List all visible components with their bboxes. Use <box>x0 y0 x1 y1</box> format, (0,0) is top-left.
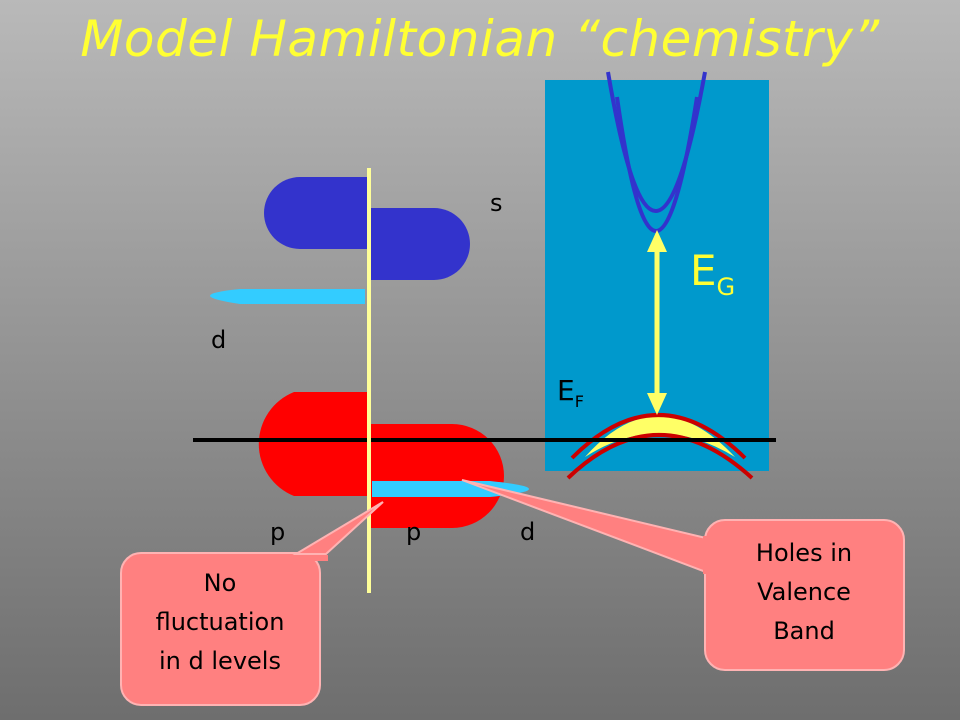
s-band-right <box>368 208 470 280</box>
d-level-lower <box>372 481 529 497</box>
eg-label: EG <box>690 246 735 301</box>
p-band-right <box>368 424 504 528</box>
callout-holes-line-1: Holes in <box>756 539 852 567</box>
callout-holes-line-2: Valence <box>757 578 851 606</box>
band-gap-arrow-head-up <box>647 230 667 252</box>
callout-holes-valence-band: Holes in Valence Band <box>461 479 905 671</box>
conduction-band-inner <box>615 96 699 233</box>
d-lower-label: d <box>520 518 535 546</box>
ef-label: EF <box>557 374 584 411</box>
callout-no-fluctuation-line-3: in d levels <box>159 647 281 675</box>
callout-no-fluctuation-line-2: fluctuation <box>156 608 285 636</box>
valence-hole-region <box>585 416 735 457</box>
callout-holes-line-3: Band <box>773 617 835 645</box>
d-upper-label: d <box>211 326 226 354</box>
p-band-left <box>258 392 368 496</box>
callout-no-fluctuation: No fluctuation in d levels <box>120 501 384 706</box>
s-label: s <box>490 189 503 217</box>
valence-band-lower <box>566 433 754 480</box>
s-band-left <box>264 177 368 249</box>
callout-no-fluctuation-line-1: No <box>204 569 237 597</box>
slide-title: Model Hamiltonian “chemistry” <box>80 10 880 68</box>
p-left-label: p <box>270 518 285 546</box>
band-gap-arrow-head-down <box>647 393 667 415</box>
p-right-label: p <box>406 518 421 546</box>
d-level-upper <box>210 289 365 304</box>
